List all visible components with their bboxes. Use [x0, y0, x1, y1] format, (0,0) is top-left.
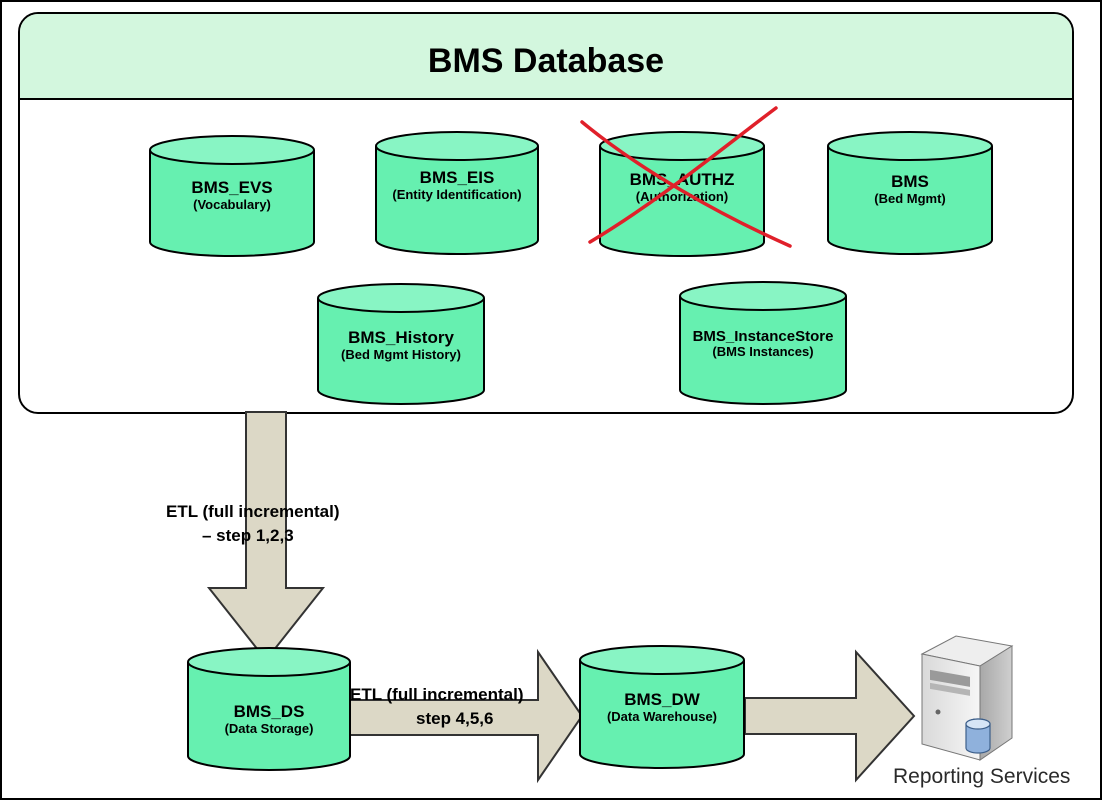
database-subtitle: (Vocabulary): [193, 196, 271, 212]
database-subtitle: (Entity Identification): [392, 186, 522, 202]
database-cylinder-bms-history: BMS_History (Bed Mgmt History): [316, 282, 486, 406]
database-name: BMS_DW: [624, 690, 700, 709]
database-cylinder-bms-ds: BMS_DS (Data Storage): [186, 646, 352, 772]
cylinder-shape: [375, 131, 539, 255]
reporting-services-label: Reporting Services: [893, 765, 1071, 788]
cylinder-shape: [679, 281, 847, 405]
bms-database-title: BMS Database: [427, 42, 665, 80]
cross-stroke-1: [580, 120, 792, 248]
cross-stroke-2: [588, 106, 778, 244]
cylinder-shape: [149, 135, 315, 257]
database-subtitle: (BMS Instances): [712, 344, 814, 360]
database-subtitle: (Bed Mgmt): [874, 190, 946, 206]
bms-database-header: BMS Database: [20, 14, 1072, 100]
etl-step-2-line1: ETL (full incremental): [350, 685, 524, 704]
server-icon: [920, 635, 1014, 761]
database-cylinder-bms-evs: BMS_EVS (Vocabulary): [148, 134, 316, 258]
cylinder-shape: [187, 647, 351, 771]
reporting-arrow: [744, 649, 916, 783]
cylinder-shape: [599, 131, 765, 257]
database-cylinder-bms-eis: BMS_EIS (Entity Identification): [374, 130, 540, 256]
database-subtitle: (Data Storage): [224, 720, 314, 736]
etl-right-arrow: [347, 648, 584, 784]
cylinder-shape: [317, 283, 485, 405]
cylinder-shape: [579, 645, 745, 769]
etl-down-arrow: [206, 411, 326, 662]
database-name: BMS_DS: [233, 702, 305, 721]
database-name: BMS_EVS: [191, 178, 273, 197]
database-subtitle: (Bed Mgmt History): [341, 346, 461, 362]
etl-step-1-line2: – step 1,2,3: [202, 525, 294, 545]
database-subtitle: (Authorization): [635, 188, 729, 204]
etl-step-1-line1: ETL (full incremental): [166, 502, 340, 521]
database-name: BMS_EIS: [419, 168, 495, 187]
database-name: BMS: [891, 172, 929, 191]
cylinder-shape: [827, 131, 993, 255]
etl-step-2-label: ETL (full incremental) step 4,5,6: [350, 683, 524, 731]
database-cylinder-bms-instancestore: BMS_InstanceStore (BMS Instances): [678, 280, 848, 406]
database-name: BMS_InstanceStore: [692, 328, 834, 345]
database-cylinder-bms: BMS (Bed Mgmt): [826, 130, 994, 256]
database-subtitle: (Data Warehouse): [606, 708, 718, 724]
etl-step-1-label: ETL (full incremental) – step 1,2,3: [166, 500, 340, 548]
database-cylinder-bms-dw: BMS_DW (Data Warehouse): [578, 644, 746, 770]
etl-step-2-line2: step 4,5,6: [416, 708, 494, 728]
database-name: BMS_History: [348, 328, 454, 347]
